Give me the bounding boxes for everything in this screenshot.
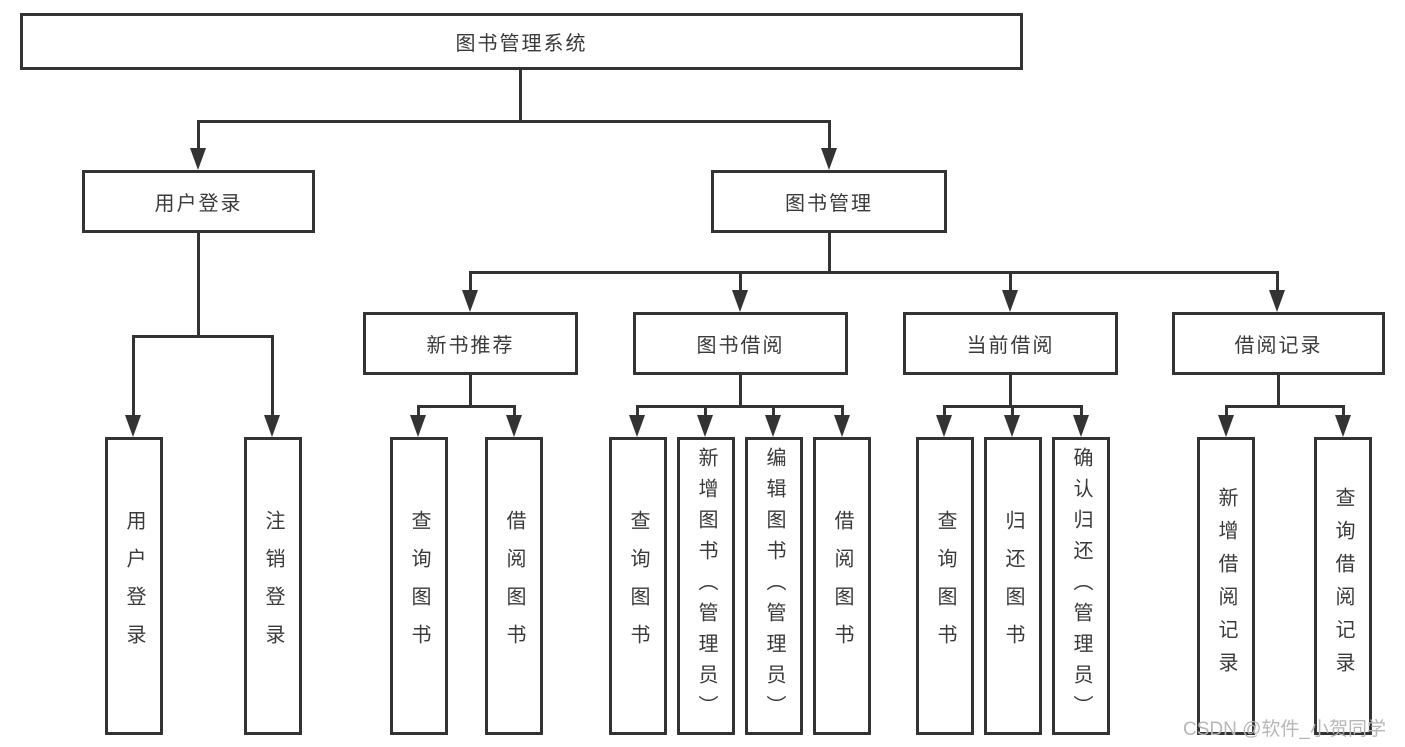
node-book-management: 图书管理	[711, 170, 947, 233]
arrow-down-icon	[629, 415, 645, 437]
connector-line	[1277, 375, 1280, 408]
arrow-down-icon	[732, 290, 748, 312]
leaf-add-book-admin: 新增图书（管理员）	[677, 437, 735, 735]
leaf-logout-label: 注销登录	[262, 510, 284, 662]
arrow-down-icon	[1218, 415, 1234, 437]
leaf-borrow-books-newbook-label: 借阅图书	[503, 510, 525, 662]
connector-line	[1009, 375, 1012, 408]
connector-line	[943, 405, 946, 417]
node-new-book-recommend: 新书推荐	[363, 312, 578, 375]
arrow-down-icon	[190, 148, 206, 170]
csdn-watermark: CSDN @软件_小贺同学	[1183, 719, 1386, 740]
connector-line	[197, 120, 831, 123]
connector-line	[1276, 271, 1279, 292]
node-new-book-recommend-label: 新书推荐	[426, 335, 515, 357]
connector-line	[469, 271, 1279, 274]
connector-line	[271, 335, 274, 417]
leaf-edit-book-admin: 编辑图书（管理员）	[745, 437, 803, 735]
arrow-down-icon	[697, 415, 713, 437]
connector-line	[1225, 405, 1345, 408]
node-current-borrow: 当前借阅	[903, 312, 1118, 375]
leaf-query-borrow-record: 查询借阅记录	[1314, 437, 1372, 735]
arrow-down-icon	[1073, 415, 1089, 437]
leaf-edit-book-admin-label: 编辑图书（管理员）	[763, 446, 785, 726]
leaf-return-book: 归还图书	[984, 437, 1042, 735]
connector-line	[704, 405, 707, 417]
arrow-down-icon	[410, 415, 426, 437]
arrow-down-icon	[834, 415, 850, 437]
node-book-borrow-label: 图书借阅	[696, 335, 785, 357]
leaf-borrow-books-newbook: 借阅图书	[485, 437, 543, 735]
arrow-down-icon	[264, 415, 280, 437]
leaf-logout: 注销登录	[244, 437, 302, 735]
leaf-query-books-current: 查询图书	[916, 437, 974, 735]
node-user-login-label: 用户登录	[154, 193, 243, 215]
connector-line	[1080, 405, 1083, 417]
connector-line	[1011, 405, 1014, 417]
arrow-down-icon	[936, 415, 952, 437]
leaf-user-login-label: 用户登录	[123, 510, 145, 662]
leaf-add-borrow-record: 新增借阅记录	[1197, 437, 1255, 735]
leaf-borrow-books: 借阅图书	[813, 437, 871, 735]
arrow-down-icon	[1269, 290, 1285, 312]
connector-line	[1009, 271, 1012, 292]
node-book-management-label: 图书管理	[785, 193, 873, 215]
connector-line	[739, 271, 742, 292]
connector-line	[197, 120, 200, 150]
leaf-query-books-newbook-label: 查询图书	[408, 510, 430, 662]
node-root-label: 图书管理系统	[455, 33, 588, 55]
connector-line	[636, 405, 639, 417]
leaf-confirm-return-admin-label: 确认归还（管理员）	[1070, 446, 1092, 726]
arrow-down-icon	[125, 415, 141, 437]
leaf-query-books-borrow: 查询图书	[609, 437, 667, 735]
arrow-down-icon	[506, 415, 522, 437]
leaf-query-books-newbook: 查询图书	[390, 437, 448, 735]
node-current-borrow-label: 当前借阅	[966, 335, 1055, 357]
connector-line	[1225, 405, 1228, 417]
leaf-query-books-current-label: 查询图书	[934, 510, 956, 662]
connector-line	[636, 405, 844, 408]
connector-line	[772, 405, 775, 417]
leaf-return-book-label: 归还图书	[1002, 510, 1024, 662]
connector-line	[197, 233, 200, 338]
connector-line	[828, 233, 831, 274]
connector-line	[417, 405, 420, 417]
arrow-down-icon	[462, 290, 478, 312]
leaf-query-books-borrow-label: 查询图书	[627, 510, 649, 662]
node-user-login: 用户登录	[82, 170, 315, 233]
connector-line	[841, 405, 844, 417]
leaf-user-login: 用户登录	[105, 437, 163, 735]
leaf-add-book-admin-label: 新增图书（管理员）	[695, 446, 717, 726]
connector-line	[1342, 405, 1345, 417]
connector-line	[132, 335, 135, 417]
node-borrow-records: 借阅记录	[1172, 312, 1385, 375]
arrow-down-icon	[1004, 415, 1020, 437]
leaf-borrow-books-label: 借阅图书	[831, 510, 853, 662]
connector-line	[132, 335, 274, 338]
leaf-query-borrow-record-label: 查询借阅记录	[1332, 487, 1354, 685]
connector-line	[417, 405, 516, 408]
arrow-down-icon	[1002, 290, 1018, 312]
connector-line	[739, 375, 742, 408]
node-root: 图书管理系统	[20, 13, 1023, 70]
arrow-down-icon	[1335, 415, 1351, 437]
connector-line	[513, 405, 516, 417]
connector-line	[828, 120, 831, 150]
node-borrow-records-label: 借阅记录	[1234, 335, 1323, 357]
node-book-borrow: 图书借阅	[633, 312, 848, 375]
connector-line	[469, 271, 472, 292]
arrow-down-icon	[765, 415, 781, 437]
arrow-down-icon	[821, 148, 837, 170]
connector-line	[469, 375, 472, 408]
connector-line	[519, 70, 522, 123]
leaf-add-borrow-record-label: 新增借阅记录	[1215, 487, 1237, 685]
leaf-confirm-return-admin: 确认归还（管理员）	[1052, 437, 1110, 735]
